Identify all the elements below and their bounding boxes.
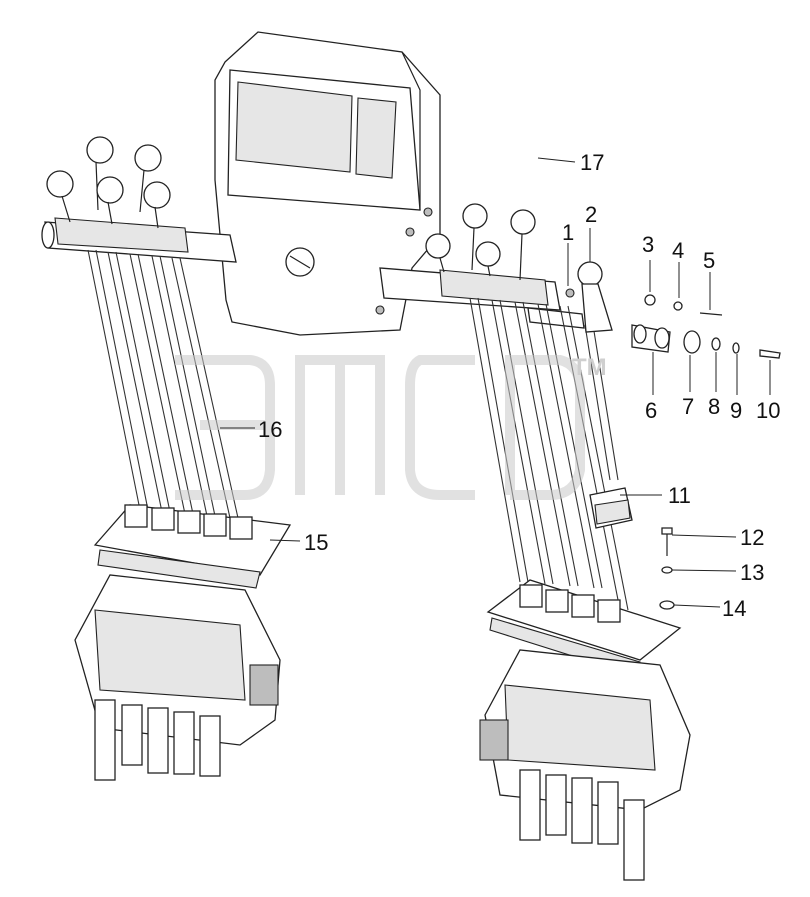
trademark-mark: TM bbox=[572, 354, 607, 381]
left-lever-knobs bbox=[46, 136, 171, 229]
callout-9: 9 bbox=[730, 398, 742, 423]
callout-10: 10 bbox=[756, 398, 780, 423]
single-boot bbox=[589, 487, 633, 529]
callout-13: 13 bbox=[740, 560, 764, 585]
left-control-rods bbox=[87, 249, 239, 519]
callout-8: 8 bbox=[708, 394, 720, 419]
callout-15: 15 bbox=[304, 530, 328, 555]
cabin-housing bbox=[214, 31, 441, 336]
right-control-rods bbox=[469, 297, 629, 611]
callout-3: 3 bbox=[642, 232, 654, 257]
callout-12: 12 bbox=[740, 525, 764, 550]
single-lever-assembly bbox=[565, 261, 781, 359]
right-control-shaft bbox=[379, 267, 585, 329]
bolt-washer-set bbox=[659, 527, 675, 610]
right-boot-plate bbox=[486, 579, 682, 677]
callout-17: 17 bbox=[580, 150, 604, 175]
callout-5: 5 bbox=[703, 248, 715, 273]
callout-14: 14 bbox=[722, 596, 746, 621]
left-control-shaft bbox=[41, 217, 237, 263]
callout-labels: 17 1 2 3 4 5 6 7 8 9 10 11 12 13 14 15 1… bbox=[258, 150, 780, 621]
left-valve-block bbox=[74, 574, 281, 781]
callout-6: 6 bbox=[645, 398, 657, 423]
callout-11: 11 bbox=[668, 483, 691, 508]
leader-lines bbox=[220, 157, 771, 608]
callout-1: 1 bbox=[562, 220, 574, 245]
callout-4: 4 bbox=[672, 238, 684, 263]
right-lever-knobs bbox=[425, 203, 536, 281]
callout-7: 7 bbox=[682, 394, 694, 419]
watermark-logo bbox=[175, 355, 585, 500]
callout-16: 16 bbox=[258, 417, 282, 442]
right-valve-block bbox=[479, 649, 691, 881]
left-boot-plate bbox=[93, 504, 292, 589]
callout-2: 2 bbox=[585, 202, 597, 227]
